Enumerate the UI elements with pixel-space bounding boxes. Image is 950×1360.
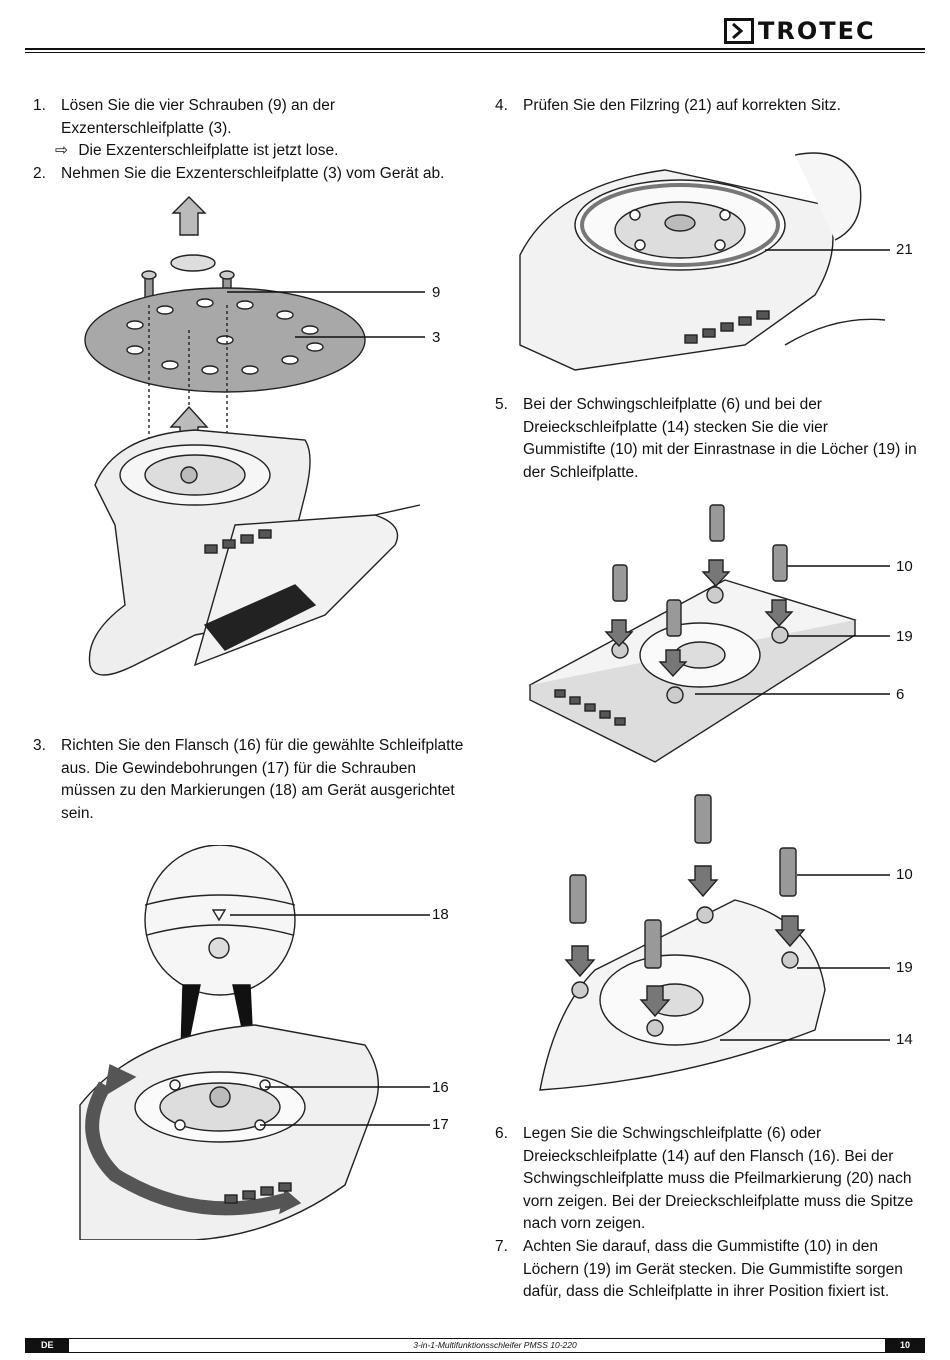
header-rule-thin [25,52,925,53]
callout-label: 19 [896,959,913,976]
callout-label: 21 [896,241,913,258]
brand-name: TROTEC [758,17,876,45]
step-text-line: der Schleifplatte. [523,463,639,481]
step-number: 2. [33,165,46,182]
step-6: 6. Legen Sie die Schwingschleifplatte (6… [495,1123,925,1238]
callout-label: 10 [896,866,913,883]
callout-label: 9 [432,284,441,301]
callout-label: 16 [432,1079,449,1096]
figure-triangle-plate-pins [539,794,890,1091]
step-text-line: vorn zeigen. Bei der Dreieckschleifplatt… [523,1192,914,1210]
figure-plate-removal [84,196,425,676]
result-text: Die Exzenterschleifplatte ist jetzt lose… [78,142,339,159]
callout-label: 14 [896,1031,913,1048]
step-4: 4. Prüfen Sie den Filzring (21) auf korr… [495,95,925,119]
step-text-line: Achten Sie darauf, dass die Gummistifte … [523,1238,878,1255]
footer-title: 3-in-1-Multifunktionsschleifer PMSS 10-2… [413,1340,577,1350]
callout-label: 17 [432,1116,449,1133]
step-text-line: nach vorn zeigen. [523,1215,646,1232]
step-number: 5. [495,396,508,413]
step-7: 7. Achten Sie darauf, dass die Gummistif… [495,1236,925,1306]
callout-label: 10 [896,558,913,575]
step-text-line: Nehmen Sie die Exzenterschleifplatte (3)… [61,165,445,182]
step-text-line: dafür, dass die Schleifplatte in ihrer P… [523,1283,890,1300]
header-rule [25,48,925,50]
step-1: 1. Lösen Sie die vier Schrauben (9) an d… [33,95,473,145]
footer-language: DE [25,1339,69,1352]
page-number: 10 [885,1339,925,1352]
step-number: 4. [495,97,508,114]
step-text-line: Schwingschleifplatte muss die Pfeilmarki… [523,1170,912,1187]
step-text-line: Bei der Schwingschleifplatte (6) und bei… [523,396,822,413]
step-number: 1. [33,97,46,114]
step-text-line: Exzenterschleifplatte (3). [61,119,232,137]
step-number: 3. [33,737,46,754]
figure-rect-plate-pins [528,504,890,763]
step-text-line: Legen Sie die Schwingschleifplatte (6) o… [523,1125,822,1142]
step-text-line: Prüfen Sie den Filzring (21) auf korrekt… [523,97,841,114]
figure-felt-ring [519,152,890,371]
step-2: 2. Nehmen Sie die Exzenterschleifplatte … [33,163,473,187]
callout-label: 19 [896,628,913,645]
step-3: 3. Richten Sie den Flansch (16) für die … [33,735,473,827]
result-line: ⇨ Die Exzenterschleifplatte ist jetzt lo… [55,140,338,163]
page-footer: DE 3-in-1-Multifunktionsschleifer PMSS 1… [25,1338,925,1353]
callout-label: 3 [432,329,441,346]
callout-label: 18 [432,906,449,923]
step-number: 7. [495,1238,508,1255]
step-text-line: Dreieckschleifplatte (14) stecken Sie di… [523,418,828,436]
result-arrow-icon: ⇨ [55,142,68,159]
callout-label: 6 [896,686,905,703]
step-5: 5. Bei der Schwingschleifplatte (6) und … [495,394,925,486]
step-text-line: Löchern (19) im Gerät stecken. Die Gummi… [523,1260,903,1278]
step-text-line: aus. Die Gewindebohrungen (17) für die S… [61,759,417,777]
figure-flange-alignment [79,845,430,1240]
step-number: 6. [495,1125,508,1142]
step-text-line: Dreieckschleifplatte (14) auf den Flansc… [523,1147,894,1165]
step-text-line: Gummistifte (10) mit der Einrastnase in … [523,441,917,458]
step-text-line: Lösen Sie die vier Schrauben (9) an der [61,97,335,114]
step-text-line: Richten Sie den Flansch (16) für die gew… [61,737,464,754]
step-text-line: sein. [61,804,94,822]
brand-logo: TROTEC [724,18,876,44]
step-text-line: müssen zu den Markierungen (18) am Gerät… [61,782,455,799]
logo-chevron-icon [724,18,754,44]
